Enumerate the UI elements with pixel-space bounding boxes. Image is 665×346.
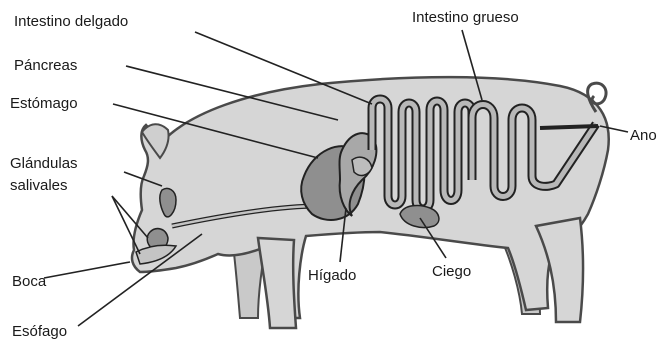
- label-intestino-delgado: Intestino delgado: [14, 13, 128, 30]
- label-glandulas-line2: salivales: [10, 177, 68, 194]
- label-esofago: Esófago: [12, 323, 67, 340]
- label-glandulas-line1: Glándulas: [10, 155, 78, 172]
- label-pancreas: Páncreas: [14, 57, 77, 74]
- label-higado: Hígado: [308, 267, 356, 284]
- label-intestino-grueso: Intestino grueso: [412, 9, 519, 26]
- label-boca: Boca: [12, 273, 47, 290]
- label-ano: Ano: [630, 127, 657, 144]
- label-ciego: Ciego: [432, 263, 471, 280]
- label-estomago: Estómago: [10, 95, 78, 112]
- near-front-leg: [258, 238, 296, 328]
- rectum: [540, 126, 598, 128]
- leader-boca: [44, 262, 130, 278]
